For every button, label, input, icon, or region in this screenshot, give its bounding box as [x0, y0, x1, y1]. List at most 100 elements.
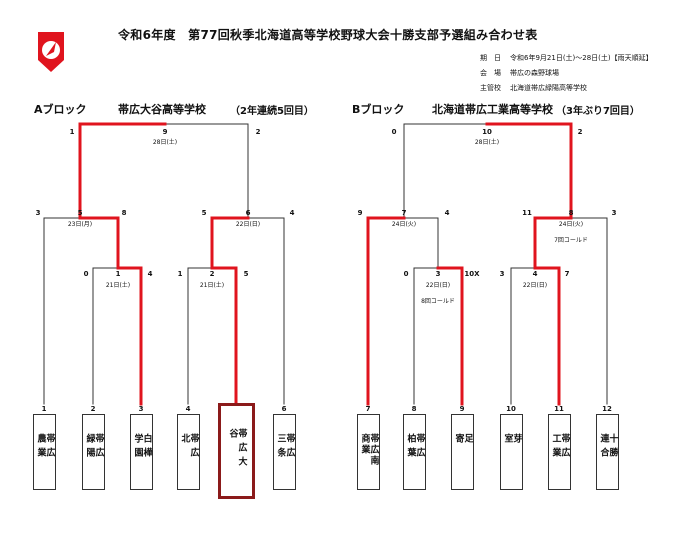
b-semi2-date: 24日(火) — [558, 221, 584, 228]
b-semi2-extra: 7回コールド — [554, 237, 588, 244]
team-1-number: 1 — [41, 405, 47, 413]
b-semi2-left-score: 11 — [522, 209, 532, 217]
b-first2-left-score: 3 — [499, 270, 505, 278]
team-name: 帯広大谷 — [227, 428, 247, 471]
block-a-label: Aブロック — [34, 103, 87, 116]
a-first2-left-line — [187, 267, 213, 405]
team-10-number: 10 — [506, 405, 516, 413]
team-name: 帯広工業 — [550, 433, 570, 462]
team-box-11: 帯広工業 — [548, 414, 571, 490]
team-8-number: 8 — [411, 405, 417, 413]
team-box-4: 帯広北 — [177, 414, 200, 490]
team-9-number: 9 — [459, 405, 465, 413]
team-11-number: 11 — [554, 405, 564, 413]
team-7-number: 7 — [365, 405, 371, 413]
team-box-6: 帯広三条 — [273, 414, 296, 490]
a-first1-winner-line — [116, 266, 143, 406]
b-first2-winner-line — [533, 266, 561, 406]
team-name: 帯広農業 — [35, 433, 55, 462]
b-final-position: 10 — [482, 128, 492, 136]
team-4-number: 4 — [185, 405, 191, 413]
b-final-left-score: 0 — [391, 128, 397, 136]
page-title: 令和6年度 第77回秋季北海道高等学校野球大会十勝支部予選組み合わせ表 — [118, 28, 538, 42]
b-semi1-left-score: 9 — [357, 209, 363, 217]
team-box-1: 帯広農業 — [33, 414, 56, 490]
b-semi1-winner-line — [366, 216, 406, 406]
b-first2-date: 22日(日) — [522, 282, 548, 289]
b-first1-right-score: 10X — [464, 270, 480, 278]
a-first1-left-score: 0 — [83, 270, 89, 278]
a-first2-position: 2 — [209, 270, 215, 278]
a-first2-date: 21日(土) — [199, 282, 225, 289]
b-final-left-line — [403, 123, 488, 219]
block-b-winner: 北海道帯広工業高等学校 — [432, 103, 553, 116]
team-name: 帯広緑陽 — [84, 433, 104, 462]
b-first1-position: 3 — [435, 270, 441, 278]
team-name: 帯広南商業 — [359, 433, 379, 467]
a-first2-winner-line — [210, 266, 238, 406]
venue-label: 会 場 — [480, 69, 501, 77]
team-box-3: 白樺学園 — [130, 414, 153, 490]
a-first2-right-score: 5 — [243, 270, 249, 278]
a-first1-date: 21日(土) — [105, 282, 131, 289]
team-box-7: 帯広南商業 — [357, 414, 380, 490]
a-semi1-right-score: 8 — [121, 209, 127, 217]
team-3-number: 3 — [138, 405, 144, 413]
a-semi2-position: 6 — [245, 209, 251, 217]
tournament-logo — [36, 30, 66, 74]
a-final-right-score: 2 — [255, 128, 261, 136]
team-box-5-champion: 帯広大谷 — [218, 403, 255, 499]
b-semi2-right-line — [570, 217, 608, 405]
a-first1-left-line — [92, 267, 119, 405]
b-semi1-date: 24日(火) — [391, 221, 417, 228]
b-first1-date: 22日(日) — [425, 282, 451, 289]
team-box-2: 帯広緑陽 — [82, 414, 105, 490]
period-label: 期 日 — [480, 54, 501, 62]
b-first2-left-line — [510, 267, 536, 405]
venue-value: 帯広の森野球場 — [510, 69, 559, 77]
b-first1-extra: 8回コールド — [421, 298, 455, 305]
host-value: 北海道帯広緑陽高等学校 — [510, 84, 587, 92]
team-name: 白樺学園 — [132, 433, 152, 462]
host-label: 主管校 — [480, 84, 501, 92]
a-semi2-winner-line — [210, 216, 250, 270]
team-name: 帯広柏葉 — [405, 433, 425, 462]
team-name: 帯広三条 — [275, 433, 295, 462]
a-first1-position: 1 — [115, 270, 121, 278]
a-semi2-left-score: 5 — [201, 209, 207, 217]
b-final-winner-line — [485, 122, 573, 220]
team-name: 帯広北 — [179, 433, 199, 462]
block-a-winner: 帯広大谷高等学校 — [118, 103, 206, 116]
b-semi2-position: 8 — [568, 209, 574, 217]
b-semi1-right-line — [403, 217, 439, 269]
a-semi1-left-line — [43, 217, 81, 405]
a-semi2-right-line — [247, 217, 285, 405]
b-first1-left-score: 0 — [403, 270, 409, 278]
a-final-winner-line — [78, 122, 167, 220]
a-semi2-right-score: 4 — [289, 209, 295, 217]
b-first1-left-line — [413, 267, 439, 405]
b-first2-position: 4 — [532, 270, 538, 278]
b-semi2-right-score: 3 — [611, 209, 617, 217]
a-final-date: 28日(土) — [152, 139, 178, 146]
block-b-note: （3年ぶり7回目） — [556, 106, 640, 117]
team-name: 芽室 — [502, 433, 522, 465]
a-semi1-position: 5 — [77, 209, 83, 217]
team-6-number: 6 — [281, 405, 287, 413]
a-first1-right-score: 4 — [147, 270, 153, 278]
block-a-note: （2年連続5回目） — [230, 106, 314, 117]
team-12-number: 12 — [602, 405, 612, 413]
b-final-right-score: 2 — [577, 128, 583, 136]
a-semi1-left-score: 3 — [35, 209, 41, 217]
b-semi2-winner-line — [533, 216, 573, 270]
a-final-left-score: 1 — [69, 128, 75, 136]
team-2-number: 2 — [90, 405, 96, 413]
period-value: 令和6年9月21日(土)〜28日(土)【雨天順延】 — [510, 54, 653, 62]
team-box-12: 十勝連合 — [596, 414, 619, 490]
a-first2-left-score: 1 — [177, 270, 183, 278]
b-semi1-position: 7 — [401, 209, 407, 217]
team-name: 足寄 — [453, 433, 473, 465]
b-semi1-right-score: 4 — [444, 209, 450, 217]
team-box-10: 芽室 — [500, 414, 523, 490]
